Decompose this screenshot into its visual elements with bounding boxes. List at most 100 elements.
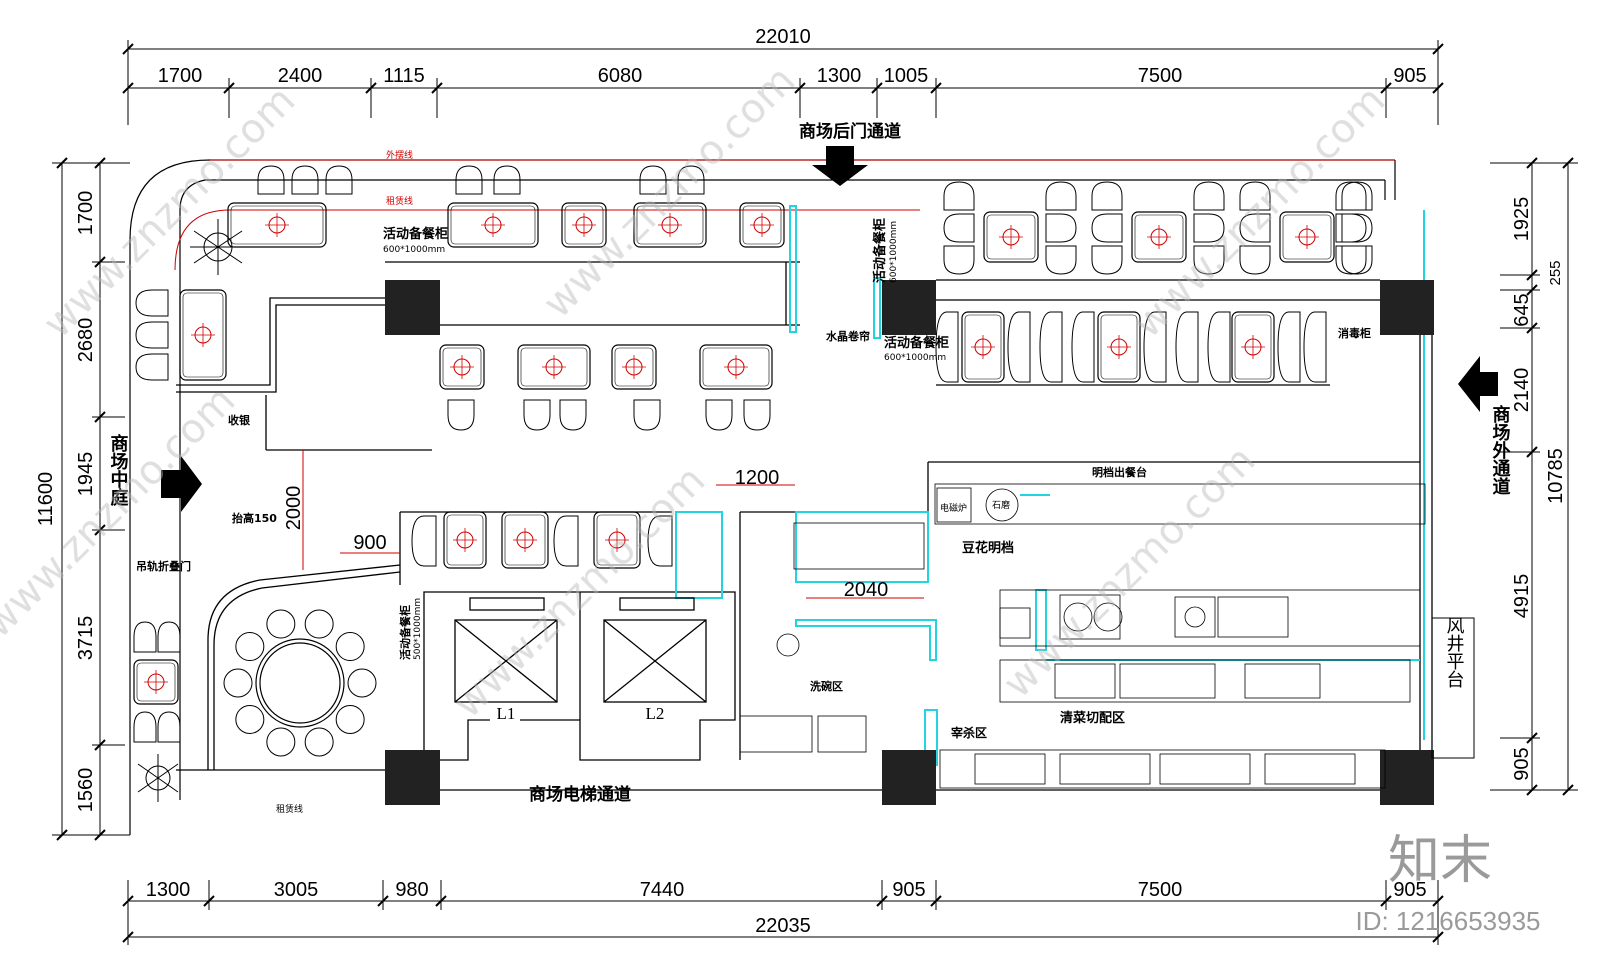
dining-table — [739, 202, 785, 248]
elevator-l1-label: L1 — [497, 704, 516, 723]
chair — [943, 213, 975, 243]
column — [882, 750, 936, 805]
chair — [1045, 245, 1077, 275]
bottom-dim-6: 7500 — [1138, 879, 1183, 901]
outer-boundary — [129, 159, 1396, 835]
chair — [1239, 245, 1271, 275]
dining-table — [961, 311, 1005, 383]
elevator-l2-label-bg — [640, 704, 670, 722]
bottom-dim-1: 1300 — [146, 879, 191, 901]
mobile-cabinet-4-group: 活动备餐柜 500*1000mm — [398, 598, 423, 660]
left-dimension-chain — [52, 162, 130, 836]
outer-passage-label: 商场外通道 — [1490, 404, 1511, 495]
top-dim-8: 905 — [1393, 65, 1426, 87]
chair — [1277, 311, 1301, 383]
round-table-chairs — [223, 609, 377, 757]
bottom-dim-3: 980 — [395, 879, 428, 901]
bottom-total-dim: 22035 — [755, 915, 811, 937]
chair — [1091, 245, 1123, 275]
chair — [455, 165, 483, 195]
mobile-cabinet-2-group: 活动备餐柜 600*1000mm — [872, 218, 899, 283]
left-dimension-ticks — [56, 157, 106, 841]
bottom-dimension-ticks — [122, 895, 1444, 943]
chair — [1239, 213, 1271, 243]
top-dim-1: 1700 — [158, 65, 203, 87]
left-dim-4: 3715 — [75, 616, 97, 661]
dishwash-zone-label: 洗碗区 — [810, 679, 843, 693]
raise-150-label: 抬高150 — [232, 511, 277, 525]
kitchen-equipment — [739, 483, 1426, 789]
dining-table — [517, 344, 591, 390]
pass-counter-label: 明档出餐台 — [1092, 465, 1147, 479]
dining-table — [227, 202, 327, 248]
dining-table — [1097, 311, 1141, 383]
elevator-passage-label: 商场电梯通道 — [529, 784, 631, 805]
lease-line-bottom-label: 租赁线 — [276, 803, 303, 815]
mobile-cabinet-1-size: 600*1000mm — [383, 245, 445, 255]
chair — [705, 399, 733, 431]
chair — [493, 165, 521, 195]
round-table — [255, 638, 345, 728]
elevator-l1 — [454, 597, 558, 703]
chair — [157, 711, 181, 743]
top-dimension-chain — [127, 40, 1439, 125]
column — [882, 280, 936, 335]
chair — [553, 515, 579, 567]
outer-passage-arrow — [1458, 356, 1498, 412]
chair — [1175, 311, 1199, 383]
top-dim-3: 1115 — [383, 65, 425, 87]
top-dim-2: 2400 — [278, 65, 323, 87]
right-total-dim: 10785 — [1545, 448, 1567, 504]
dining-table — [593, 511, 641, 569]
chair — [647, 515, 673, 567]
chair — [1341, 245, 1373, 275]
top-dimension-ticks — [122, 43, 1444, 94]
mobile-cabinet-2-size: 600*1000mm — [889, 221, 899, 283]
top-dim-7: 7500 — [1138, 65, 1183, 87]
chair — [223, 668, 253, 698]
dining-chairs — [133, 165, 1373, 743]
chair — [235, 704, 265, 734]
courtyard-arrow — [161, 456, 202, 512]
chair — [135, 353, 169, 381]
dining-table — [1279, 211, 1335, 263]
chair — [447, 399, 475, 431]
inner-dimensions — [302, 450, 924, 599]
chair — [235, 632, 265, 662]
dining-tables — [133, 202, 1335, 705]
chair — [523, 399, 551, 431]
dining-table — [133, 659, 179, 705]
watermark-2: www.znzmo.com — [535, 57, 805, 327]
chair — [1335, 213, 1367, 243]
back-door-arrow — [812, 146, 868, 186]
tofu-stall-label: 豆花明档 — [962, 540, 1014, 556]
chair — [1091, 181, 1123, 211]
chair — [1007, 311, 1031, 383]
chair — [743, 399, 771, 431]
mobile-cabinet-4-size: 500*1000mm — [413, 598, 423, 660]
column — [1380, 280, 1434, 335]
right-dim-4: 2140 — [1511, 368, 1533, 413]
chair — [347, 668, 377, 698]
courtyard-label-group: 商场中庭 — [108, 433, 129, 507]
cashier-label: 收银 — [228, 413, 251, 427]
chair — [335, 632, 365, 662]
folding-door-label: 吊轨折叠门 — [136, 559, 191, 573]
lease-lines — [174, 159, 1395, 271]
dining-table — [443, 511, 487, 569]
bottom-dim-7: 905 — [1393, 879, 1426, 901]
chair — [325, 165, 353, 195]
interior-walls — [176, 261, 1433, 771]
chair — [1193, 245, 1225, 275]
back-door-label: 商场后门通道 — [799, 121, 901, 142]
chair — [1341, 181, 1373, 211]
dining-table — [439, 344, 485, 390]
dining-table — [1231, 311, 1275, 383]
dining-table — [633, 202, 707, 248]
chair — [935, 311, 959, 383]
right-dim-6: 905 — [1511, 747, 1533, 780]
top-dim-4: 6080 — [598, 65, 643, 87]
prep-zone-label: 清菜切配区 — [1060, 710, 1125, 726]
dim-2000: 2000 — [283, 486, 305, 531]
